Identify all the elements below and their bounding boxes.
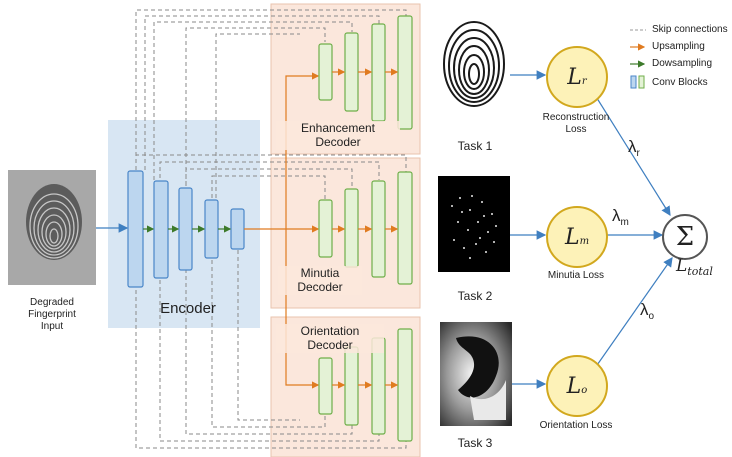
input-label: Degraded Fingerprint Input (28, 297, 76, 332)
task-to-loss-arrows (510, 70, 547, 389)
lambda-r-label: λr (628, 137, 640, 159)
minutia-decoder-label: Minutia Decoder (278, 266, 362, 295)
degraded-fingerprint-image (8, 170, 96, 285)
encoder-to-decoder-arrows (244, 72, 320, 389)
encoder-label: Encoder (160, 300, 216, 317)
minutiae-map-image (438, 176, 510, 272)
enhancement-decoder-blocks (318, 15, 413, 130)
reconstruction-loss-label: Reconstruction Loss (542, 112, 610, 135)
task-1-label: Task 1 (457, 139, 493, 153)
loss-to-sum-arrows (594, 94, 673, 369)
skip-connections (135, 9, 407, 449)
enhanced-fingerprint-image (438, 14, 510, 114)
enhancement-decoder-label: Enhancement Decoder (276, 121, 400, 150)
minutia-loss-label: Minutia Loss (547, 270, 605, 281)
task-3-label: Task 3 (457, 436, 493, 450)
total-loss-label: Ltotal (676, 256, 713, 278)
sum-node: Σ (662, 214, 708, 260)
legend-upsampling-label: Upsampling (652, 41, 705, 52)
task-2-label: Task 2 (457, 289, 493, 303)
orientation-map-image (440, 322, 512, 426)
legend-symbols (630, 29, 646, 89)
lambda-o-label: λo (640, 300, 655, 322)
orientation-decoder-label: Orientation Decoder (276, 324, 384, 353)
legend-conv-blocks-label: Conv Blocks (652, 77, 708, 88)
legend-downsampling-label: Dowsampling (652, 58, 713, 69)
minutia-decoder-blocks (318, 171, 413, 285)
legend-skip-connections-label: Skip connections (652, 24, 728, 35)
orientation-loss-label: Orientation Loss (539, 420, 613, 431)
lambda-m-label: λm (612, 206, 629, 228)
